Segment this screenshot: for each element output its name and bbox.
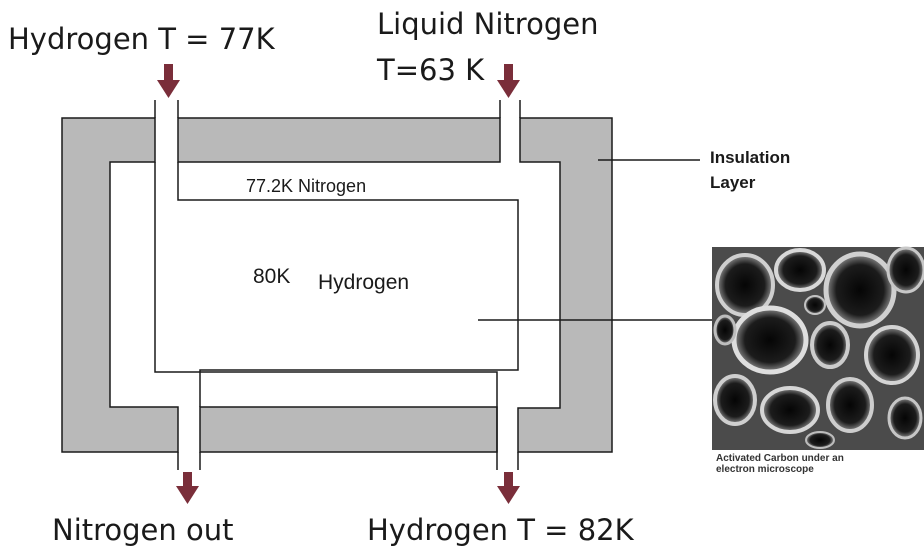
nitrogen-channel-outline <box>177 162 519 407</box>
insulation-label-line2: Layer <box>710 173 756 192</box>
hydrogen-outlet-label: Hydrogen T = 82K <box>367 513 635 547</box>
down-arrow-icon <box>176 472 199 504</box>
insulation-label-line1: Insulation <box>710 148 790 167</box>
hydrogen-region-temp-label: 80K <box>253 265 290 288</box>
micrograph-caption-line2: electron microscope <box>716 464 814 475</box>
liquid-nitrogen-label-line1: Liquid Nitrogen <box>377 7 598 41</box>
insulation-layer <box>61 117 613 453</box>
down-arrow-icon <box>497 472 520 504</box>
micrograph-caption-line1: Activated Carbon under an <box>716 453 844 464</box>
hydrogen-inlet-label: Hydrogen T = 77K <box>8 22 276 56</box>
nitrogen-outlet-label: Nitrogen out <box>52 513 234 547</box>
nitrogen-region-label: 77.2K Nitrogen <box>246 176 366 196</box>
down-arrow-icon <box>157 64 180 98</box>
hydrogen-pipe-outline <box>154 162 498 452</box>
activated-carbon-micrograph <box>712 246 924 450</box>
down-arrow-icon <box>497 64 520 98</box>
hydrogen-region-name-label: Hydrogen <box>318 271 409 294</box>
liquid-nitrogen-label-line2: T=63 K <box>376 53 485 87</box>
